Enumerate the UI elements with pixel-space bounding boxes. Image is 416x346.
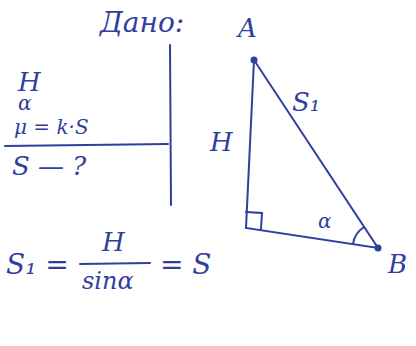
given-quantity: μ = k·S [14,116,89,138]
point-label: B [388,250,407,279]
given-quantity: α [18,92,32,114]
formula-part: H [102,228,125,257]
side-label: S₁ [292,88,320,117]
given-heading: Дано: [100,8,184,39]
angle-label: α [318,210,332,232]
fraction-bar [80,263,150,264]
point-label: A [238,14,257,43]
side-label: H [210,128,233,157]
point-dot [375,245,382,252]
right-angle-mark [246,212,262,229]
right-triangle [246,60,378,248]
unknown-quantity: S — ? [12,152,86,181]
formula-part: S₁ = [6,250,69,281]
given-underline [5,144,168,146]
angle-arc [353,227,364,244]
given-divider [170,45,171,205]
formula-part: sinα [82,268,134,294]
point-dot [251,57,258,64]
formula-part: = S [160,250,212,281]
